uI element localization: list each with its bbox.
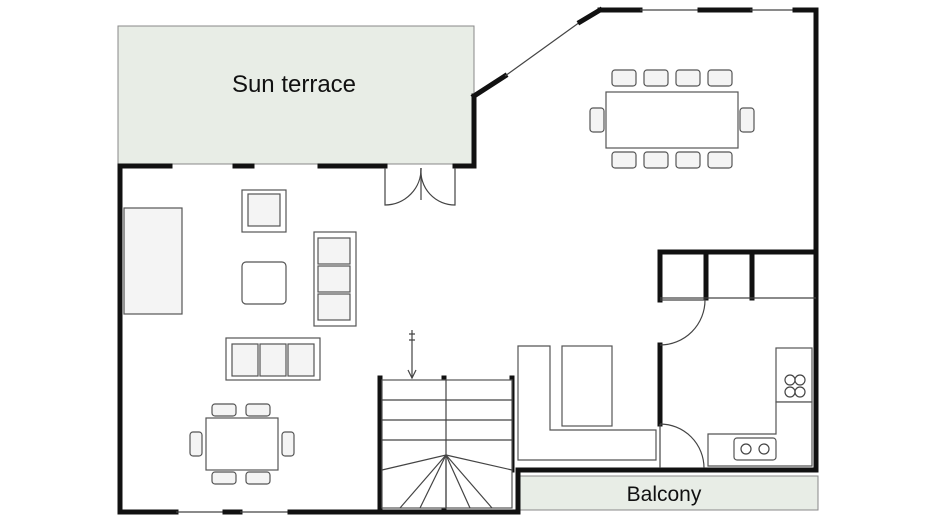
stove xyxy=(775,347,813,403)
sofa-right xyxy=(313,231,357,327)
small-dining-table xyxy=(189,403,295,485)
door-storage[interactable] xyxy=(659,299,706,346)
large-dining-table xyxy=(589,69,755,169)
armchair-top xyxy=(241,189,287,233)
sun-terrace-area xyxy=(117,25,475,165)
kitchen-counter xyxy=(517,345,657,461)
terrace-double-door[interactable] xyxy=(384,167,456,206)
exterior-walls xyxy=(117,6,819,515)
sink xyxy=(733,437,777,461)
sun-terrace-label: Sun terrace xyxy=(232,71,356,98)
coffee-table xyxy=(241,261,287,305)
balcony[interactable]: Balcony xyxy=(517,475,819,511)
sofa-bottom xyxy=(225,337,321,381)
sun-terrace[interactable]: Sun terrace xyxy=(117,25,475,165)
staircase[interactable] xyxy=(381,330,513,509)
door-balcony[interactable] xyxy=(659,423,705,469)
balcony-label: Balcony xyxy=(627,483,702,506)
balcony-area xyxy=(517,475,819,511)
sideboard xyxy=(123,207,183,315)
